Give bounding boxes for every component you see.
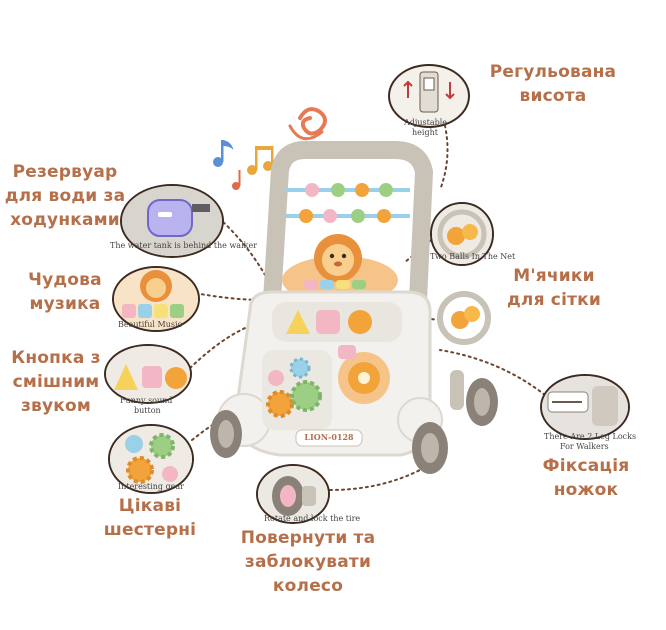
- flower-dial: [338, 352, 390, 404]
- water-tank-icon: [122, 186, 222, 256]
- label-gears-line1: Цікаві: [118, 496, 182, 516]
- ball-net-icon: [432, 204, 492, 264]
- caption-wheel: Rotate and lock the tire: [264, 514, 361, 523]
- caption-leg-locks-2: For Walkers: [560, 442, 609, 451]
- caption-height-1: Adjustable: [404, 118, 448, 127]
- detail-bubble-leg-locks: [540, 374, 630, 440]
- label-button-line2: смішним: [12, 372, 100, 392]
- detail-bubble-music: [112, 266, 200, 332]
- leg-lock-icon: [542, 376, 628, 438]
- label-wheel-line3: колесо: [272, 576, 344, 596]
- label-water-line1: Резервуар: [12, 162, 118, 182]
- label-wheel-line2: заблокувати: [244, 552, 372, 572]
- caption-height-2: height: [412, 128, 438, 137]
- lion-piano-icon: [114, 268, 198, 330]
- label-balls-line1: М'ячики: [513, 266, 595, 286]
- label-legs-line2: ножок: [553, 480, 619, 500]
- label-button-line3: звуком: [20, 396, 92, 416]
- walker-handle: [263, 141, 433, 309]
- label-height-line1: Регульована: [489, 62, 617, 82]
- gear-panel: [262, 350, 332, 430]
- label-balls: М'ячики для сітки: [496, 264, 612, 312]
- label-legs-line1: Фіксація: [542, 456, 630, 476]
- caption-balls: Two Balls In The Net: [430, 252, 516, 261]
- detail-bubble-sound-button: [104, 344, 192, 404]
- label-button-line1: Кнопка з: [11, 348, 101, 368]
- detail-bubble-height: [388, 64, 470, 128]
- label-water-line2: для води за: [4, 186, 126, 206]
- label-gears: Цікаві шестерні: [90, 494, 210, 542]
- abacus-beads: [299, 183, 393, 223]
- label-music-line1: Чудова: [28, 270, 102, 290]
- music-note-icon: [232, 170, 241, 190]
- funny-sound-buttons: [286, 310, 372, 334]
- label-balls-line2: для сітки: [506, 290, 602, 310]
- wheel-icon: [258, 466, 328, 522]
- height-adjust-icon: [403, 71, 455, 113]
- model-tag: LION-0128: [304, 432, 354, 442]
- caption-sound-button-2: button: [134, 406, 161, 415]
- detail-bubble-water-tank: [120, 184, 224, 258]
- label-music: Чудова музика: [22, 268, 108, 316]
- music-note-icon: [247, 146, 274, 175]
- swirl-icon: [298, 107, 327, 136]
- connector-water: [209, 209, 266, 276]
- walker-wheels: [210, 370, 498, 474]
- gear-icon: [110, 426, 192, 492]
- label-adjustable-height: Регульована висота: [478, 60, 628, 108]
- label-sound-button: Кнопка з смішним звуком: [4, 346, 108, 418]
- caption-leg-locks-1: There Are 2 Leg Locks: [544, 432, 637, 441]
- connector-wheel: [329, 469, 421, 491]
- label-music-line2: музика: [29, 294, 101, 314]
- detail-bubble-balls: [430, 202, 494, 266]
- detail-bubble-wheel: [256, 464, 330, 524]
- sound-button-icon: [106, 346, 190, 402]
- caption-music: Beautiful Music: [118, 320, 183, 329]
- label-leg-locks: Фіксація ножок: [526, 454, 646, 502]
- label-rotate-wheel: Повернути та заблокувати колесо: [226, 526, 390, 598]
- connector-legs: [439, 349, 546, 396]
- label-water-line3: ходунками: [10, 210, 120, 230]
- caption-sound-button-1: Funny sound: [120, 396, 173, 405]
- label-water-tank: Резервуар для води за ходунками: [0, 160, 130, 232]
- caption-water-tank: The water tank is behind the walker: [110, 241, 258, 250]
- label-wheel-line1: Повернути та: [240, 528, 376, 548]
- music-note-icon: [213, 140, 234, 167]
- detail-bubble-gears: [108, 424, 194, 494]
- label-height-line2: висота: [519, 86, 587, 106]
- label-gears-line2: шестерні: [103, 520, 197, 540]
- caption-gears: Interesting gear: [118, 482, 184, 491]
